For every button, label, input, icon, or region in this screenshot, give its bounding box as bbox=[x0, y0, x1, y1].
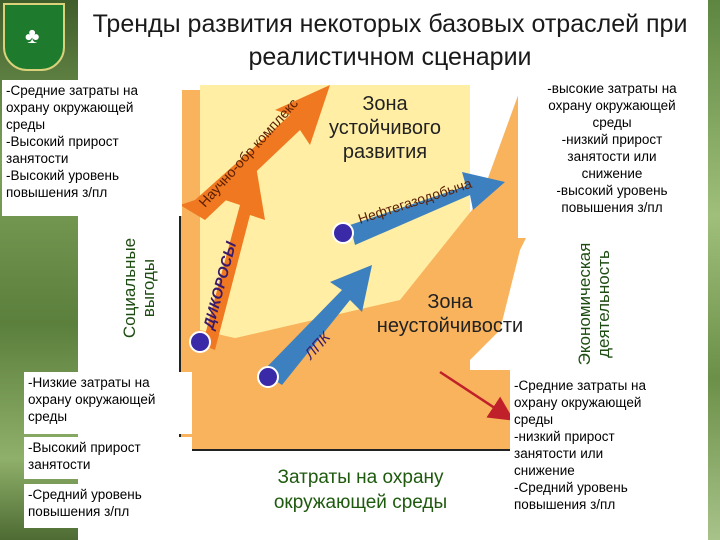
info-box-top-left: -Средние затраты на охрану окружающей ср… bbox=[2, 80, 182, 216]
right-axis-label: Экономическая деятельность bbox=[575, 242, 613, 366]
info-box-bottom-left-2: -Высокий прирост занятости bbox=[24, 437, 192, 479]
start-dot-dikorosy bbox=[189, 331, 211, 353]
start-dot-lpk bbox=[257, 366, 279, 388]
start-dot-neftegaz bbox=[332, 222, 354, 244]
unsustainable-zone-wedge bbox=[205, 90, 545, 365]
arrow-lpk bbox=[262, 265, 372, 385]
slide-title: Тренды развития некоторых базовых отрасл… bbox=[92, 10, 688, 71]
info-box-bottom-left-3: -Средний уровень повышения з/пл bbox=[24, 484, 192, 528]
info-box-top-right: -высокие затраты на охрану окружающей ср… bbox=[518, 78, 706, 238]
arrow-dikorosy bbox=[190, 160, 265, 350]
unsustainable-zone-label: Зона неустойчивости bbox=[376, 291, 524, 337]
x-axis-label: Затраты на охрану окружающей среды bbox=[273, 467, 448, 513]
info-box-bottom-right: -Средние затраты на охрану окружающей ср… bbox=[510, 375, 708, 534]
tree-icon: ♣ bbox=[25, 23, 40, 48]
pointer-arrow bbox=[439, 370, 515, 421]
arrow-nauchno-obr bbox=[180, 85, 330, 220]
sustainable-zone-label: Зона устойчивого развития bbox=[328, 93, 442, 163]
coat-of-arms-logo: ♣ bbox=[3, 3, 65, 71]
info-box-bottom-left-1: -Низкие затраты на охрану окружающей сре… bbox=[24, 372, 192, 434]
arrow-neftegaz bbox=[350, 172, 505, 245]
y-axis-label: Социальные выгоды bbox=[120, 237, 158, 339]
